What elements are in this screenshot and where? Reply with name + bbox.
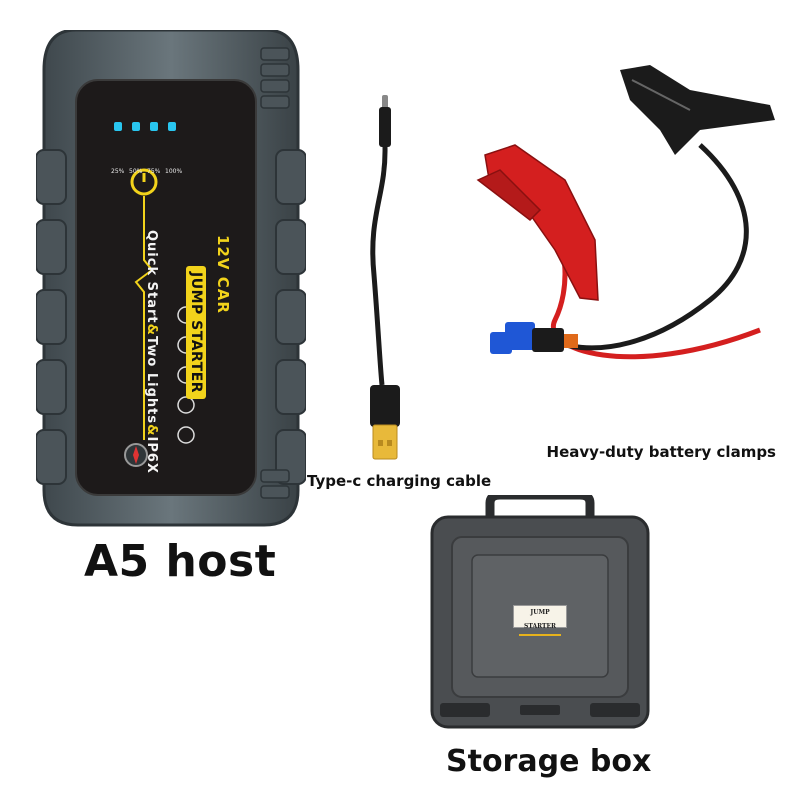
cable-label: Type-c charging cable — [307, 472, 492, 490]
feature-two-lights: Two Lights — [144, 335, 159, 425]
battery-50-label: 50% — [129, 168, 143, 175]
clamps-label: Heavy-duty battery clamps — [546, 443, 776, 461]
battery-100-label: 100% — [165, 168, 183, 175]
device-model-text: 12V CAR — [214, 235, 232, 314]
battery-75-label: 75% — [147, 168, 161, 175]
battery-25-label: 25% — [111, 168, 125, 175]
device-features-text: Quick Start&Two Lights&IP6X — [144, 230, 159, 474]
storage-box-badge-stripe — [519, 634, 561, 636]
storage-box-badge: JUMP STARTER — [513, 605, 567, 636]
host-label: A5 host — [84, 536, 277, 587]
storage-box-badge-text: JUMP STARTER — [523, 609, 557, 630]
feature-amp-1: & — [144, 323, 159, 336]
feature-amp-2: & — [144, 424, 159, 437]
type-c-cable — [370, 95, 400, 460]
device-illustration — [35, 28, 307, 527]
battery-clamps — [476, 65, 775, 360]
storage-box-label: Storage box — [446, 744, 652, 779]
device-brand-text: JUMP STARTER — [186, 266, 206, 400]
feature-ip6x: IP6X — [144, 436, 159, 474]
feature-quick-start: Quick Start — [144, 230, 159, 324]
jump-starter-device: 25% 50% 75% 100% 12V CAR JUMP STARTER Qu… — [35, 28, 307, 530]
